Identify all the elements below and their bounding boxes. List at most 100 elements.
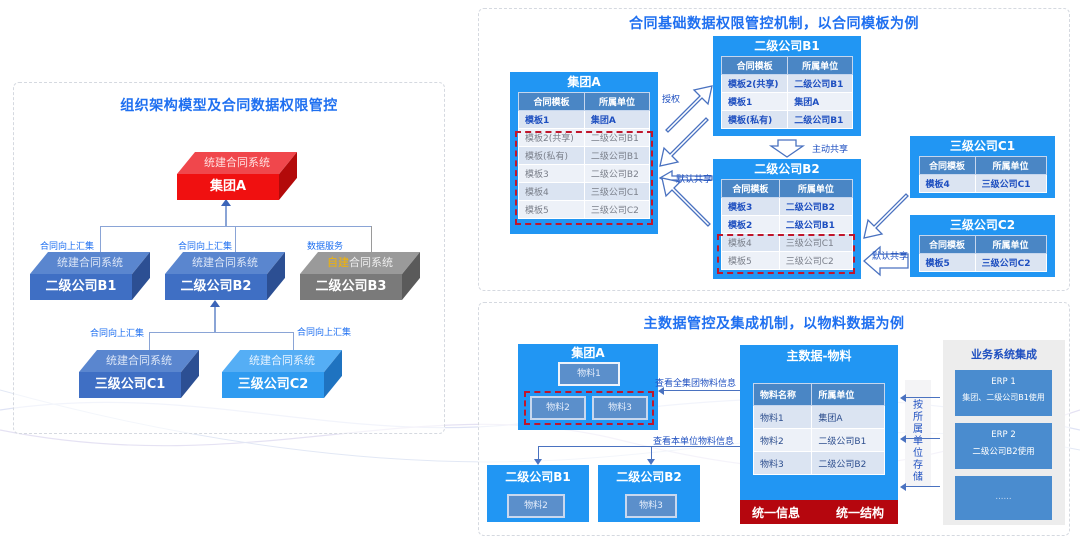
erp-system-item[interactable]: ......	[955, 476, 1052, 520]
arrow-left-icon	[900, 435, 906, 443]
table-row[interactable]: 模板(私有)二级公司B1	[720, 110, 853, 129]
unit-cell: 二级公司B1	[811, 428, 885, 452]
system-label: 自建合同系统	[300, 252, 420, 274]
active-share-arrow-icon	[768, 139, 806, 158]
col-header: 合同模板	[720, 56, 789, 75]
template-cell: 模板5	[721, 251, 780, 270]
view-all-label: 查看全集团物料信息	[655, 379, 737, 389]
unit-cell: 三级公司C2	[974, 253, 1047, 272]
relation-label: 数据服务	[307, 242, 344, 252]
company-name: 二级公司B2	[165, 274, 267, 300]
col-header: 物料名称	[752, 383, 813, 406]
card-title: 二级公司B2	[754, 162, 820, 176]
material-item[interactable]: 物料2	[530, 396, 586, 420]
unit-cell: 二级公司B2	[811, 451, 885, 475]
col-header: 所属单位	[811, 383, 885, 406]
shared-highlight-box	[515, 131, 653, 225]
erp-name: ERP 1	[991, 377, 1016, 387]
company-c1-box[interactable]: 统建合同系统 三级公司C1	[79, 350, 199, 398]
arrow-up-icon	[221, 199, 231, 206]
material-cell: 物料3	[752, 451, 813, 475]
company-b2-box[interactable]: 统建合同系统 二级公司B2	[165, 252, 285, 300]
connector-line	[538, 446, 740, 447]
relation-label: 合同向上汇集	[40, 242, 95, 252]
org-model-title: 组织架构模型及合同数据权限管控	[120, 98, 338, 114]
authorize-arrow-icon	[665, 85, 713, 133]
system-suffix: 合同系统	[349, 256, 393, 269]
material-item[interactable]: 物料2	[507, 494, 565, 518]
unit-cell: 集团A	[583, 110, 651, 129]
material-cell: 物料1	[752, 405, 813, 429]
unit-cell: 三级公司C1	[583, 182, 651, 201]
material-item[interactable]: 物料3	[625, 494, 677, 518]
authorize-label: 授权	[662, 95, 681, 105]
material-item[interactable]: 物料1	[558, 362, 620, 386]
system-label: 统建合同系统	[222, 350, 342, 372]
storage-label: 按所属单位存储	[913, 400, 923, 483]
table-row[interactable]: 模板(私有)二级公司B1	[518, 146, 651, 165]
template-cell: 模板(私有)	[518, 146, 585, 165]
material-item[interactable]: 物料3	[592, 396, 648, 420]
unify-struct-label: 统一结构	[836, 506, 885, 520]
card-title: 集团A	[571, 346, 605, 360]
template-permission-title: 合同基础数据权限管控机制，以合同模板为例	[629, 16, 919, 32]
template-cell: 模板3	[721, 197, 780, 216]
erp-system-item[interactable]: ERP 2 二级公司B2使用	[955, 423, 1052, 469]
share-arrow-icon	[863, 193, 909, 239]
erp-desc: 集团、二级公司B1使用	[962, 393, 1045, 402]
unit-cell: 三级公司C2	[583, 200, 651, 219]
material-cell: 物料2	[752, 428, 813, 452]
erp-system-item[interactable]: ERP 1 集团、二级公司B1使用	[955, 370, 1052, 416]
connector-line	[149, 332, 293, 333]
system-label: 统建合同系统	[177, 152, 297, 174]
relation-label: 合同向上汇集	[178, 242, 233, 252]
unit-cell: 二级公司B1	[778, 215, 854, 234]
erp-desc: ......	[995, 492, 1012, 502]
col-header: 所属单位	[787, 56, 853, 75]
shared-highlight-box	[717, 234, 855, 274]
card-title: 主数据-物料	[786, 349, 852, 363]
connector-line	[225, 203, 227, 227]
group-a-box[interactable]: 统建合同系统 集团A	[177, 152, 297, 200]
company-b1-box[interactable]: 统建合同系统 二级公司B1	[30, 252, 150, 300]
relation-label: 合同向上汇集	[297, 328, 352, 338]
card-title: 三级公司C1	[949, 139, 1016, 153]
template-cell: 模板(私有)	[720, 110, 789, 129]
system-label: 统建合同系统	[165, 252, 285, 274]
relation-label: 合同向上汇集	[90, 329, 145, 339]
master-data-title: 主数据管控及集成机制，以物料数据为例	[643, 316, 905, 332]
unit-cell: 三级公司C2	[778, 251, 854, 270]
card-title: 二级公司B2	[616, 470, 682, 484]
arrows-layer	[658, 85, 909, 277]
unit-cell: 二级公司B1	[787, 110, 853, 129]
company-c2-box[interactable]: 统建合同系统 三级公司C2	[222, 350, 342, 398]
table-row[interactable]: 模板2(共享)二级公司B1	[720, 74, 853, 93]
col-header: 合同模板	[518, 92, 585, 111]
company-b3-box[interactable]: 自建合同系统 二级公司B3	[300, 252, 420, 300]
shared-highlight-box	[524, 391, 654, 425]
arrow-left-icon	[658, 387, 664, 395]
unit-cell: 三级公司C1	[974, 174, 1047, 193]
connector-line	[214, 304, 216, 332]
connector-line	[100, 226, 101, 252]
unify-info-label: 统一信息	[752, 506, 801, 520]
arrow-left-icon	[900, 483, 906, 491]
template-cell: 模板4	[918, 174, 976, 193]
company-name: 三级公司C1	[79, 372, 181, 398]
erp-name	[955, 481, 1052, 490]
share-arrow-icon	[661, 177, 711, 227]
